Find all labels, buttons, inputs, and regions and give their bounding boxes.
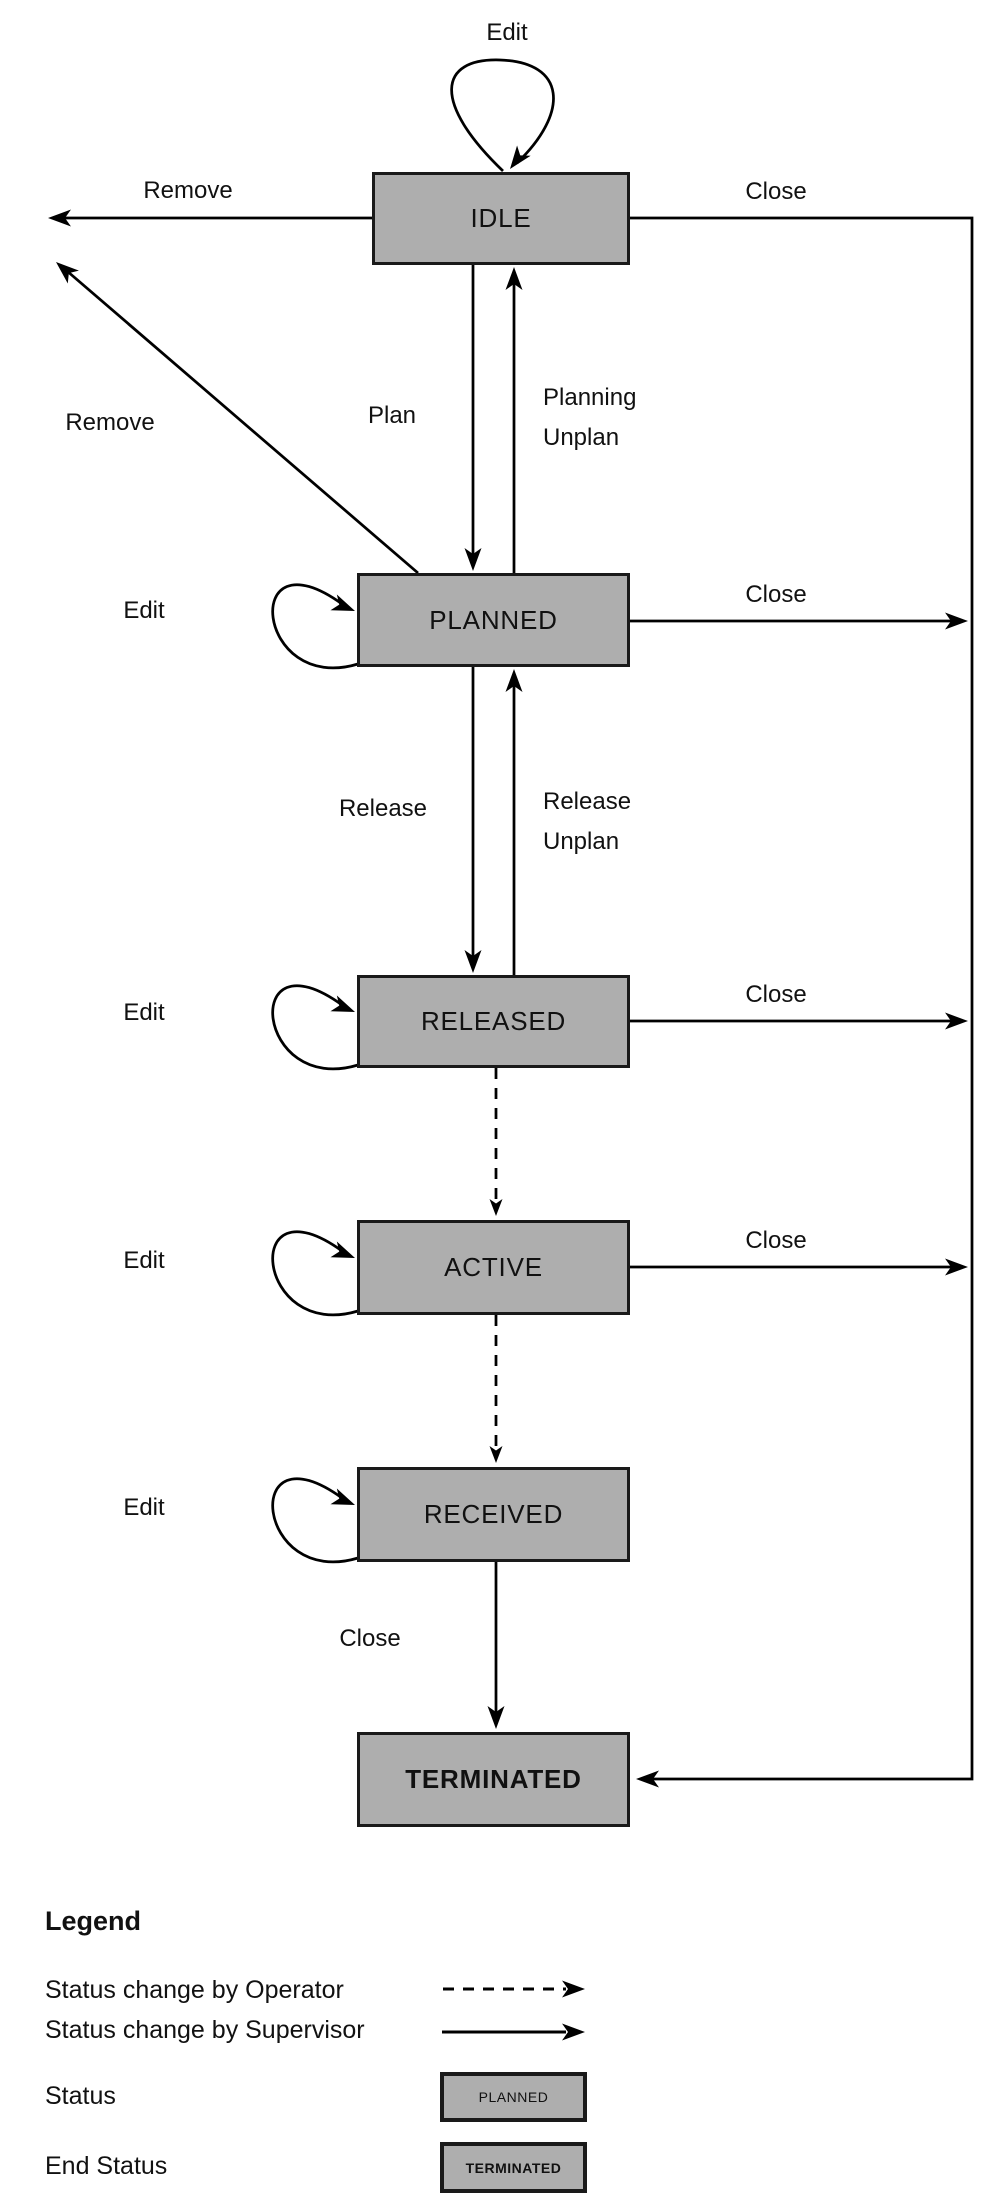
transition-label-plan: Plan	[367, 402, 417, 429]
legend-status-label: Status	[45, 2082, 116, 2110]
close-planned-arrowhead	[945, 612, 968, 630]
close-released-arrowhead	[945, 1012, 968, 1030]
active-received-arrowhead	[489, 1446, 503, 1463]
transition-label-close-received: Close	[339, 1625, 401, 1652]
transition-label-release: Release	[338, 795, 428, 822]
state-label-released: RELEASED	[420, 1006, 567, 1036]
state-box-planned: PLANNED	[357, 573, 630, 667]
transition-label-close-released: Close	[745, 981, 807, 1008]
state-label-idle: IDLE	[470, 203, 532, 233]
close-received-arrowhead	[487, 1706, 505, 1729]
legend-title: Legend	[45, 1906, 142, 1936]
state-box-released: RELEASED	[357, 975, 630, 1068]
transition-label-edit-planned: Edit	[123, 597, 165, 624]
legend-end-status-box: TERMINATED	[440, 2142, 587, 2193]
transition-label-edit-idle: Edit	[486, 19, 528, 46]
transition-label-unplan: Unplan	[543, 424, 620, 451]
edit-idle-loop	[450, 58, 555, 172]
plan-arrowhead	[464, 548, 482, 571]
planning-unplan-arrowhead	[505, 267, 523, 290]
state-label-terminated: TERMINATED	[405, 1764, 582, 1794]
transition-label-planning: Planning	[543, 384, 637, 411]
edit-planned-arrowhead	[330, 594, 355, 611]
edit-idle-arrowhead	[510, 145, 531, 169]
legend-end-status-label: End Status	[45, 2152, 168, 2180]
transition-label-remove-planned: Remove	[65, 409, 155, 436]
close-active-arrowhead	[945, 1258, 968, 1276]
state-label-planned: PLANNED	[429, 604, 558, 635]
transition-label-close-planned: Close	[745, 581, 807, 608]
legend-operator-label: Status change by Operator	[45, 1976, 344, 2004]
edit-released-arrowhead	[330, 995, 355, 1012]
released-active-arrowhead	[489, 1199, 503, 1216]
transition-label-close-active: Close	[745, 1227, 807, 1254]
close-terminated-arrowhead	[636, 1770, 659, 1788]
state-box-received: RECEIVED	[357, 1467, 630, 1562]
transition-label-close-idle: Close	[745, 178, 807, 205]
state-label-received: RECEIVED	[423, 1499, 564, 1529]
release-arrowhead	[464, 950, 482, 973]
legend-supervisor-arrowhead	[562, 2023, 585, 2041]
state-box-terminated: TERMINATED	[357, 1732, 630, 1827]
edit-active-loop	[271, 1230, 359, 1317]
legend-status-box: PLANNED	[440, 2072, 587, 2122]
transition-label-release-up: Release	[543, 788, 632, 815]
legend-status-box-label: PLANNED	[478, 2089, 549, 2105]
transition-label-edit-received: Edit	[123, 1494, 165, 1521]
transition-label-unplan-release: Unplan	[543, 828, 620, 855]
edit-active-arrowhead	[330, 1241, 355, 1258]
remove-planned-arrowhead	[56, 262, 79, 284]
state-box-active: ACTIVE	[357, 1220, 630, 1315]
close-rail-line	[630, 216, 974, 1781]
remove-idle-arrowhead	[48, 209, 71, 227]
legend-end-status-box-label: TERMINATED	[465, 2159, 562, 2176]
transition-label-remove-idle: Remove	[143, 177, 233, 204]
state-box-idle: IDLE	[372, 172, 630, 265]
legend-supervisor-label: Status change by Supervisor	[45, 2016, 365, 2044]
edit-received-loop	[271, 1477, 359, 1564]
state-label-active: ACTIVE	[444, 1252, 543, 1282]
edit-released-loop	[271, 984, 359, 1071]
transition-label-release-unplan: Release Unplan	[543, 782, 631, 862]
transition-label-edit-active: Edit	[123, 1247, 165, 1274]
transition-label-edit-released: Edit	[123, 999, 165, 1026]
release-unplan-arrowhead	[505, 669, 523, 692]
edit-planned-loop	[271, 583, 359, 670]
remove-planned-line	[66, 269, 419, 575]
edit-received-arrowhead	[330, 1488, 355, 1505]
transition-label-planning-unplan: Planning Unplan	[543, 378, 636, 458]
legend-operator-arrowhead	[562, 1980, 585, 1998]
